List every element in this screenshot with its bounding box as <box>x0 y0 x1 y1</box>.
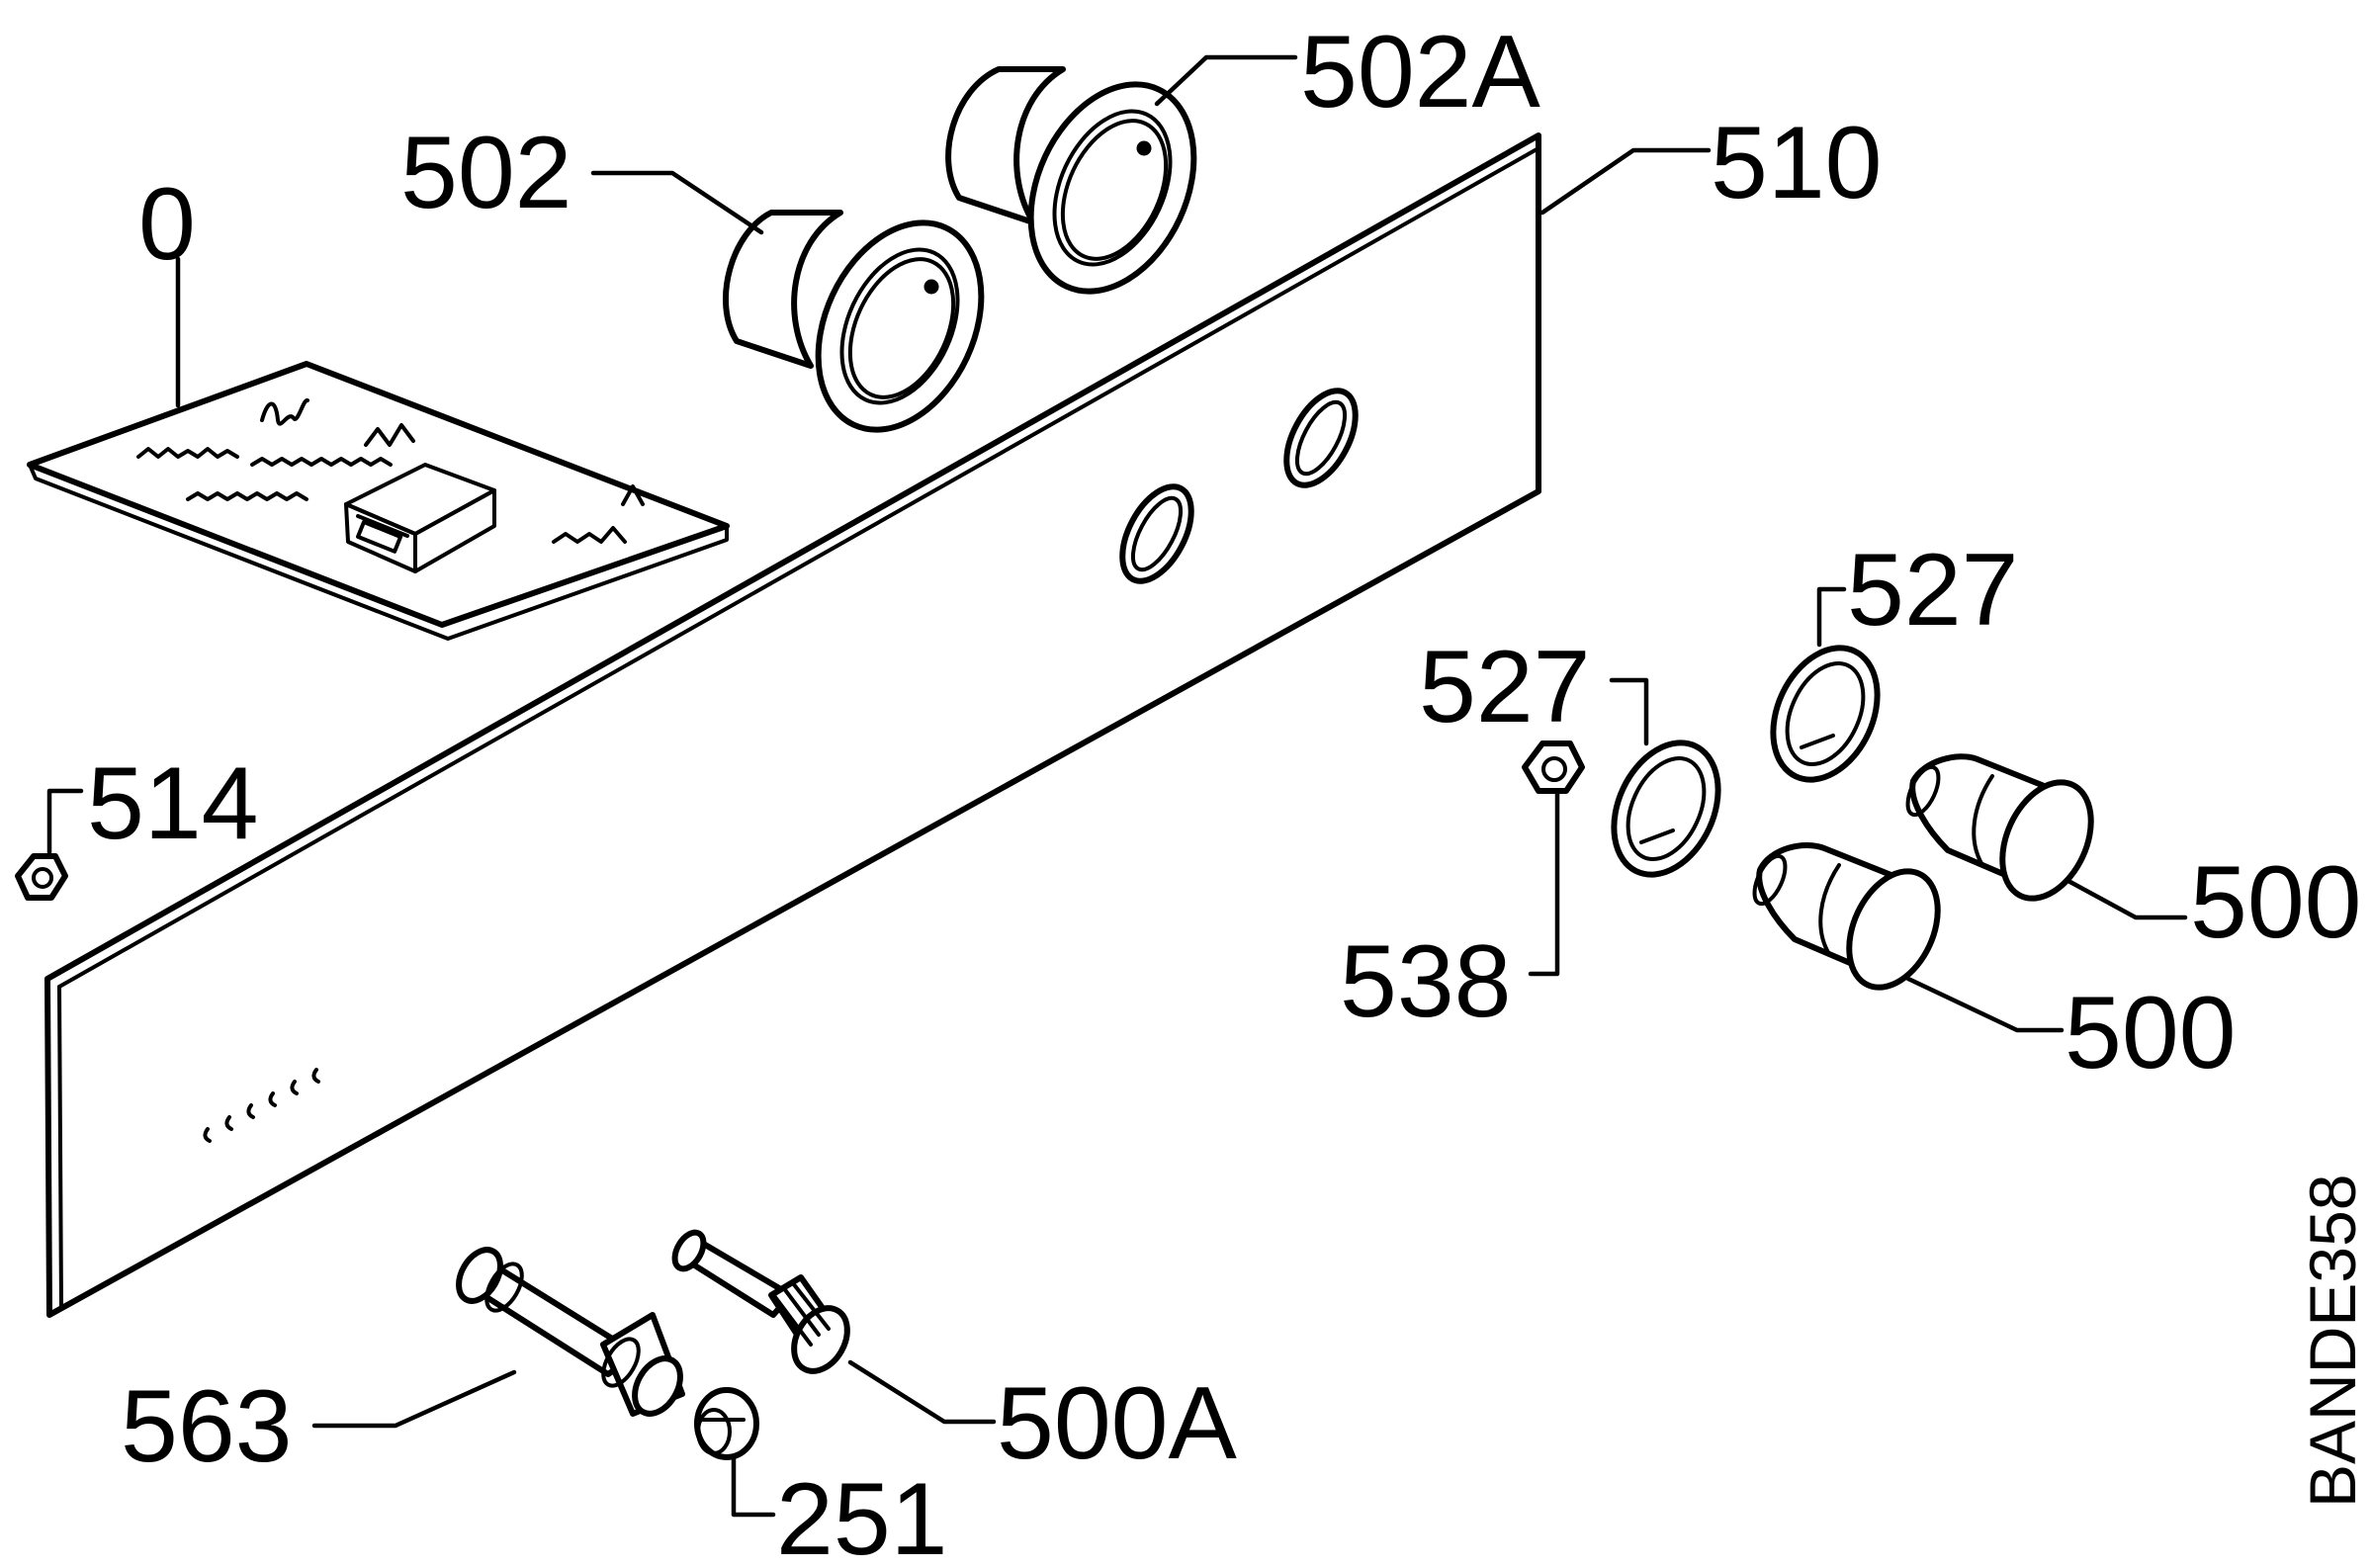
callout-527-left: 527 <box>1419 630 1591 744</box>
knob-bezel-502a <box>945 66 1197 295</box>
callout-500-upper: 500 <box>2190 845 2362 960</box>
control-panel-strip <box>44 132 1541 1318</box>
diagram-reference-code: BANDE358 <box>2296 1174 2369 1508</box>
callout-538: 538 <box>1340 924 1512 1039</box>
callout-563: 563 <box>121 1369 293 1484</box>
callout-500-lower: 500 <box>2065 976 2237 1090</box>
instruction-booklet <box>27 361 730 641</box>
ring-527-right <box>1770 645 1881 783</box>
screw-cap-251 <box>694 1387 759 1460</box>
callout-514: 514 <box>87 746 259 861</box>
spindle-563 <box>456 1247 685 1417</box>
panel-hole-left <box>1119 483 1194 584</box>
callout-251: 251 <box>776 1462 948 1568</box>
callout-510: 510 <box>1711 106 1883 220</box>
knob-shaft-500a <box>671 1229 850 1374</box>
callout-0: 0 <box>138 167 196 282</box>
booklet-oven-sketch-icon <box>344 463 496 573</box>
panel-hole-right <box>1283 388 1359 488</box>
knob-bezel-502 <box>722 210 985 433</box>
panel-indicator-marks <box>203 1068 320 1143</box>
nut-514 <box>15 853 68 901</box>
callout-527-right: 527 <box>1847 533 2019 648</box>
ring-527-left <box>1611 740 1721 878</box>
callout-500a: 500A <box>997 1366 1238 1481</box>
callout-502: 502 <box>400 116 572 230</box>
control-knob-500-lower <box>1752 842 1941 991</box>
nut-538 <box>1522 740 1585 794</box>
callout-labels: 0 502 502A 510 514 527 527 538 500 500 5… <box>87 15 2362 1568</box>
callout-502a: 502A <box>1300 15 1541 130</box>
control-knob-500-upper <box>1905 753 2094 902</box>
leader-lines <box>46 54 2188 1518</box>
